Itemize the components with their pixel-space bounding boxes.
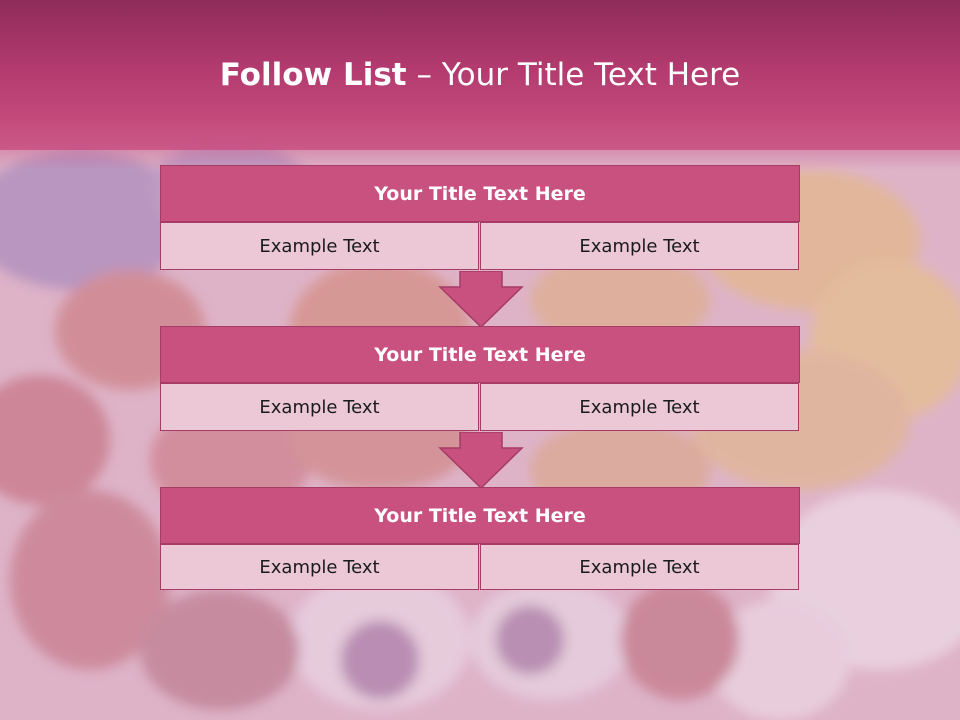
down-arrow-icon	[438, 432, 524, 488]
step-cell-left: Example Text	[160, 383, 479, 431]
title-bar-fade	[0, 130, 960, 170]
step-block-3: Your Title Text Here Example Text Exampl…	[160, 487, 800, 591]
step-cell-left: Example Text	[160, 222, 479, 270]
title-bar	[0, 0, 960, 150]
step-cell-right: Example Text	[480, 383, 799, 431]
step-block-2: Your Title Text Here Example Text Exampl…	[160, 326, 800, 432]
step-block-1: Your Title Text Here Example Text Exampl…	[160, 165, 800, 271]
step-cell-right: Example Text	[480, 222, 799, 270]
down-arrow-icon	[438, 271, 524, 327]
slide-title-rest: – Your Title Text Here	[416, 57, 741, 93]
slide-title: Follow List – Your Title Text Here	[0, 55, 960, 95]
slide-title-bold: Follow List	[219, 57, 407, 93]
step-title: Your Title Text Here	[160, 487, 800, 544]
step-title: Your Title Text Here	[160, 165, 800, 222]
step-cell-left: Example Text	[160, 544, 479, 590]
step-cell-right: Example Text	[480, 544, 799, 590]
step-title: Your Title Text Here	[160, 326, 800, 383]
